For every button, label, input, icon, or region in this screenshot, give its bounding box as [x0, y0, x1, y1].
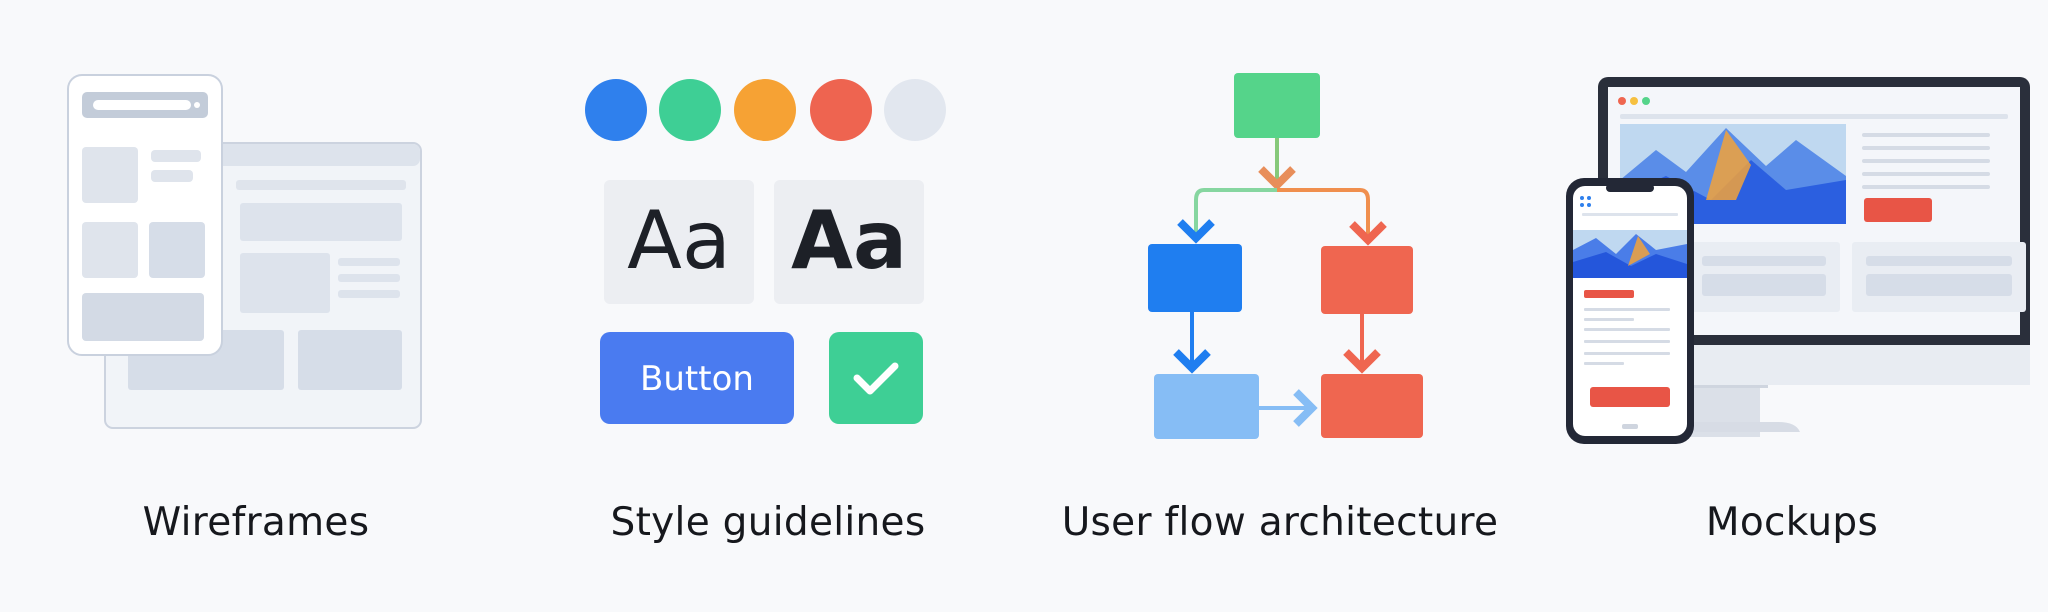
- wireframes-illustration: [67, 74, 422, 429]
- arrow-icon: [1177, 188, 1277, 244]
- swatch-green: [659, 79, 721, 141]
- mockups-illustration: [1566, 77, 2030, 444]
- swatch-blue: [585, 79, 647, 141]
- button-sample-label: Button: [640, 359, 754, 399]
- type-sample-bold-box: Aa: [774, 180, 924, 304]
- mobile-mockup: [1566, 178, 1694, 444]
- checkbox-sample[interactable]: [829, 332, 923, 424]
- mockups-card: Mockups: [1536, 0, 2048, 612]
- flow-node-red-top: [1321, 246, 1413, 314]
- flow-node-light-blue: [1154, 374, 1259, 439]
- flow-node-start: [1234, 73, 1320, 138]
- user-flow-illustration: [1148, 73, 1423, 439]
- swatch-red: [810, 79, 872, 141]
- type-sample-regular-box: Aa: [604, 180, 754, 304]
- user-flow-card: User flow architecture: [1024, 0, 1536, 612]
- user-flow-caption: User flow architecture: [1061, 500, 1499, 545]
- style-guidelines-card: Aa Aa Button Style guidelines: [512, 0, 1024, 612]
- swatch-light-gray: [884, 79, 946, 141]
- type-sample-bold: Aa: [791, 194, 907, 287]
- mobile-wireframe: [67, 74, 223, 356]
- wireframes-card: Wireframes: [0, 0, 512, 612]
- arrow-icon: [1277, 188, 1387, 246]
- color-swatches: [585, 79, 946, 141]
- desktop-mockup: [1594, 77, 2030, 437]
- swatch-orange: [734, 79, 796, 141]
- button-sample[interactable]: Button: [600, 332, 794, 424]
- flow-node-blue: [1148, 244, 1242, 312]
- type-sample-regular: Aa: [627, 194, 731, 287]
- wireframes-caption: Wireframes: [142, 500, 370, 545]
- flow-node-red-bottom: [1321, 374, 1423, 438]
- mockups-caption: Mockups: [1705, 500, 1879, 545]
- style-guidelines-caption: Style guidelines: [610, 500, 926, 545]
- check-icon: [853, 362, 899, 395]
- style-guidelines-illustration: Aa Aa Button: [585, 79, 946, 424]
